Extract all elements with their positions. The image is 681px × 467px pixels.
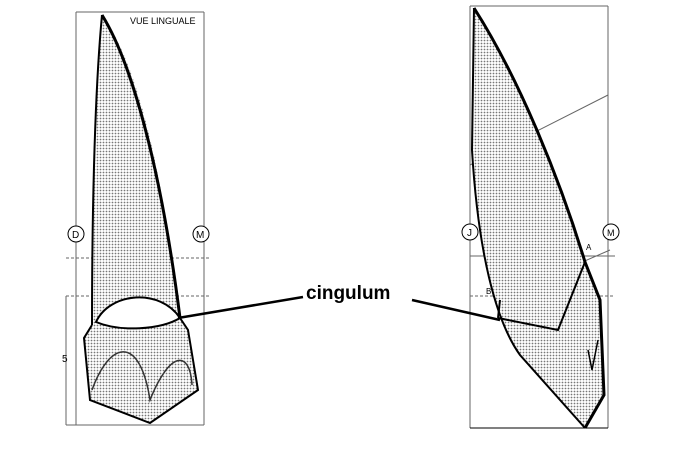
- right-left-marker: J: [467, 228, 472, 239]
- mesial-marker: M: [196, 230, 204, 241]
- distal-marker: D: [72, 230, 79, 241]
- measure-label: 5: [62, 354, 68, 365]
- right-markers: J M A B: [461, 223, 620, 296]
- cingulum-label: cingulum: [306, 283, 391, 304]
- view-title-left: VUE LINGUALE: [130, 16, 196, 26]
- point-b: B: [486, 287, 491, 296]
- cingulum-leaders: [177, 295, 501, 322]
- point-a: A: [586, 243, 592, 252]
- left-tooth: [82, 14, 200, 425]
- left-markers: D M 5 VUE LINGUALE: [62, 16, 210, 365]
- right-tooth: [470, 7, 606, 429]
- right-right-marker: M: [607, 228, 615, 238]
